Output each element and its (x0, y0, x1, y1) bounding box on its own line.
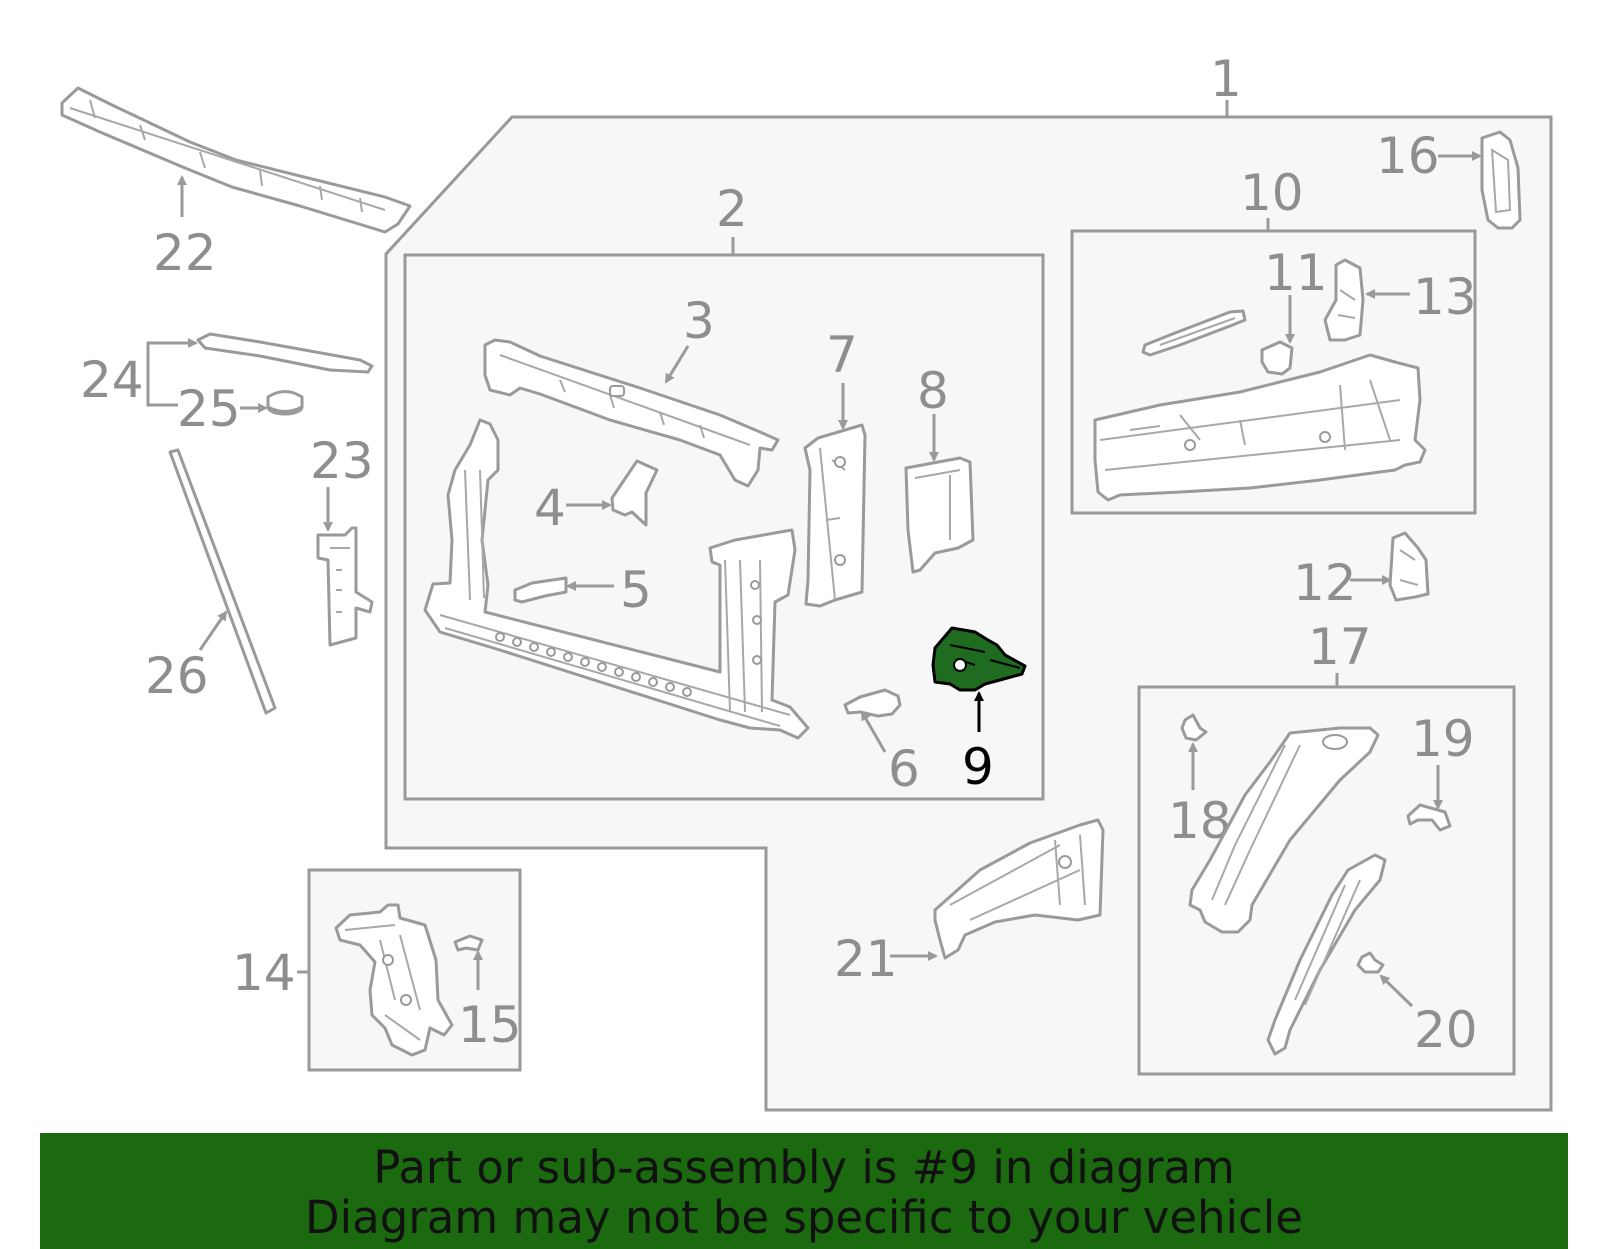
callout-13: 13 (1413, 268, 1477, 326)
callout-11: 11 (1264, 244, 1328, 302)
part-9-highlighted-bracket (931, 626, 1027, 692)
part-12-bracket (1388, 531, 1430, 602)
part-18-clip (1180, 713, 1208, 742)
callout-1: 1 (1210, 50, 1242, 108)
part-16-bracket (1480, 130, 1522, 230)
callout-20: 20 (1414, 1001, 1478, 1059)
part-19-clip (1406, 803, 1452, 832)
part-8-panel (904, 456, 975, 574)
part-5-bracket (513, 576, 568, 604)
part-26-support-rod (168, 448, 277, 715)
part-11-bracket (1260, 340, 1294, 376)
banner-line-1: Part or sub-assembly is #9 in diagram (373, 1141, 1235, 1194)
callout-24: 24 (80, 351, 144, 409)
part-14-bracket-assembly (334, 903, 454, 1057)
part-3-upper-tie-bar (483, 338, 780, 488)
part-13-bracket (1323, 258, 1365, 342)
callout-21: 21 (834, 930, 898, 988)
part-17-lower-brace (1266, 853, 1387, 1056)
callout-9: 9 (962, 738, 994, 796)
part-10-small-rail (1141, 309, 1247, 357)
callout-23: 23 (310, 432, 374, 490)
part-10-side-rail (1093, 353, 1427, 502)
callout-17: 17 (1308, 618, 1372, 676)
part-17-apron (1188, 726, 1380, 934)
callout-6: 6 (888, 740, 920, 798)
callout-5: 5 (620, 561, 652, 619)
callout-2: 2 (716, 180, 748, 238)
part-20-clip (1356, 951, 1385, 974)
callout-19: 19 (1411, 710, 1475, 768)
callout-16: 16 (1376, 127, 1440, 185)
callout-26: 26 (145, 647, 209, 705)
part-21-wheelhouse-panel (933, 818, 1105, 960)
banner-line-2: Diagram may not be specific to your vehi… (305, 1191, 1303, 1244)
callout-3: 3 (683, 292, 715, 350)
part-4-bracket (610, 459, 659, 527)
part-23-bracket (316, 526, 374, 647)
callout-25: 25 (177, 380, 241, 438)
radiator-support-frame (423, 418, 810, 740)
part-25-grommet (266, 390, 304, 416)
callout-15: 15 (458, 996, 522, 1054)
callout-12: 12 (1293, 554, 1357, 612)
callout-8: 8 (917, 362, 949, 420)
part-24-bar (196, 332, 374, 374)
callout-4: 4 (534, 479, 566, 537)
info-banner: Part or sub-assembly is #9 in diagram Di… (40, 1133, 1568, 1249)
part-22-bumper-beam (60, 86, 412, 234)
callout-22: 22 (153, 224, 217, 282)
callout-14: 14 (232, 944, 296, 1002)
callout-10: 10 (1240, 164, 1304, 222)
part-6-clip (843, 688, 902, 718)
callout-7: 7 (826, 326, 858, 384)
part-7-side-bracket (803, 423, 867, 608)
